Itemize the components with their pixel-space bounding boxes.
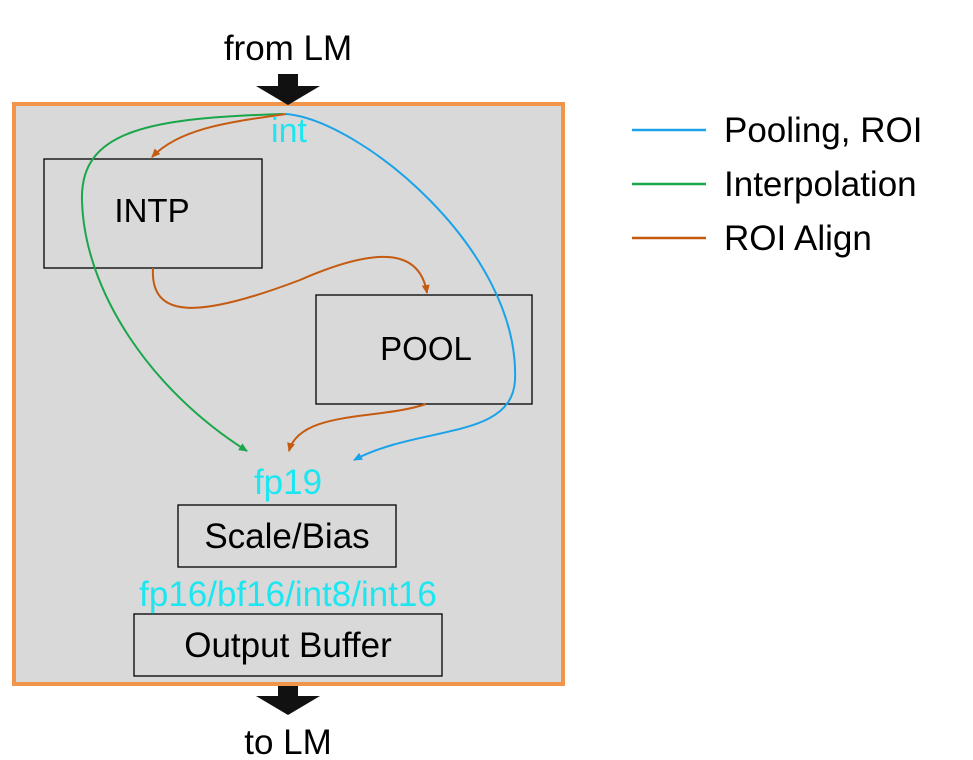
pool-label: POOL xyxy=(380,330,472,367)
input-arrow-icon xyxy=(256,74,320,105)
datatype-input: int xyxy=(271,112,307,150)
roi-align-path-to-fp19 xyxy=(287,403,427,452)
output-arrow-icon xyxy=(256,686,320,715)
input-label: from LM xyxy=(224,29,352,68)
processing-unit-container xyxy=(12,102,565,686)
pooling-roi-path xyxy=(285,113,517,461)
output-label: to LM xyxy=(244,723,332,760)
scale-bias-label: Scale/Bias xyxy=(204,517,369,556)
roi-align-path-to-pool xyxy=(151,255,430,309)
legend-label-pooling-roi: Pooling, ROI xyxy=(724,111,922,150)
legend-label-interpolation: Interpolation xyxy=(724,165,917,204)
intp-label: INTP xyxy=(114,192,189,229)
output-buffer-block xyxy=(133,613,443,677)
legend: Pooling, ROI Interpolation ROI Align xyxy=(632,111,922,258)
legend-label-roi-align: ROI Align xyxy=(724,219,872,258)
roi-align-path-to-intp xyxy=(151,113,287,158)
datatype-mid: fp19 xyxy=(254,463,322,502)
output-buffer-label: Output Buffer xyxy=(184,626,392,665)
datatype-output: fp16/bf16/int8/int16 xyxy=(139,575,437,614)
scale-bias-block xyxy=(177,504,397,568)
interpolation-path xyxy=(80,113,284,452)
